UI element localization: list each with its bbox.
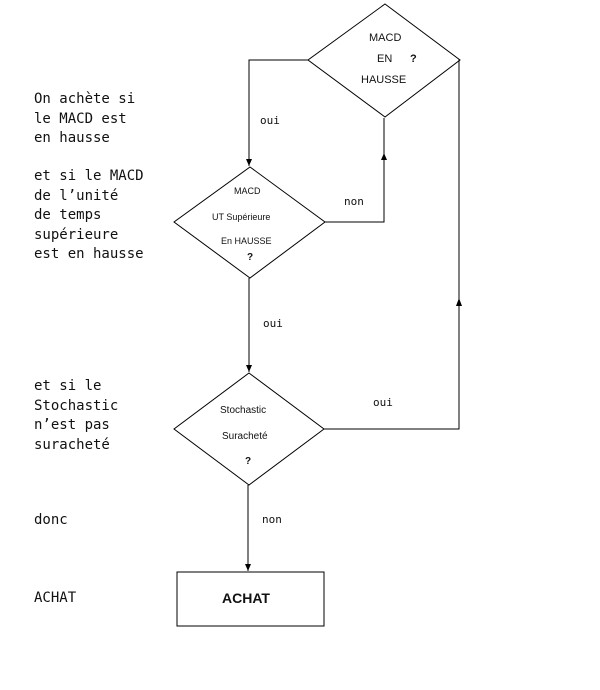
edge-label-stochastic-no: non xyxy=(262,513,282,526)
macd-label-line2: EN xyxy=(377,53,393,65)
edge-label-stochastic-yes: oui xyxy=(373,396,393,409)
edge-label-macd-ut-yes: oui xyxy=(263,317,283,330)
side-note-achat: ACHAT xyxy=(34,590,77,606)
stochastic-label-line2: Suracheté xyxy=(222,431,268,442)
macd-label-line1: MACD xyxy=(369,32,402,44)
macd-label-line3: HAUSSE xyxy=(361,74,407,86)
action-achat-shape xyxy=(176,571,325,627)
side-note-donc: donc xyxy=(34,512,68,528)
edge-macd-ut-no-arrow xyxy=(381,153,387,160)
side-note-macd: On achète si le MACD est en hausse xyxy=(34,91,136,146)
macd-ut-label-line3: En HAUSSE xyxy=(221,236,272,246)
macd-ut-label-line2: UT Supérieure xyxy=(212,212,271,222)
edge-label-macd-yes: oui xyxy=(260,114,280,127)
macd-ut-label-line1: MACD xyxy=(234,186,261,196)
side-note-stochastic: et si le Stochastic n’est pas suracheté xyxy=(34,378,119,453)
achat-box-label: ACHAT xyxy=(222,590,270,606)
decision-macd-ut-shape xyxy=(173,166,326,279)
macd-ut-question-mark: ? xyxy=(247,252,254,263)
edge-stochastic-yes xyxy=(324,59,460,430)
decision-macd-shape xyxy=(307,3,461,118)
edge-macd-ut-no xyxy=(325,118,385,223)
edge-label-macd-ut-no: non xyxy=(344,195,364,208)
edge-stochastic-yes-arrow xyxy=(456,298,462,306)
edge-macd-yes xyxy=(246,59,308,166)
side-note-macd-ut: et si le MACD de l’unité de temps supéri… xyxy=(34,168,144,262)
stochastic-label-line1: Stochastic xyxy=(220,405,267,416)
decision-stochastic-shape xyxy=(173,372,325,486)
macd-question-mark: ? xyxy=(410,53,417,65)
stochastic-question-mark: ? xyxy=(245,456,252,467)
